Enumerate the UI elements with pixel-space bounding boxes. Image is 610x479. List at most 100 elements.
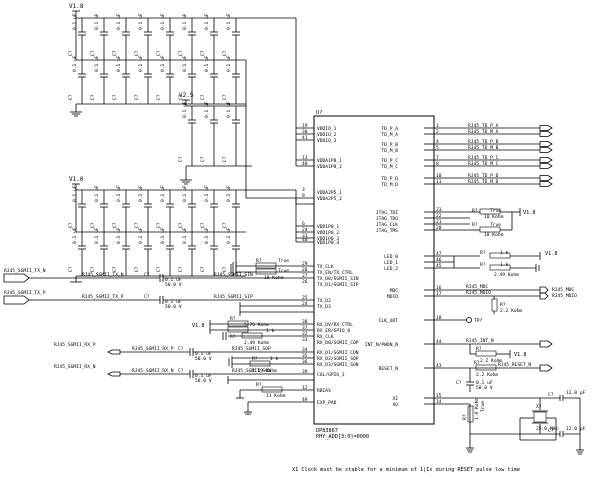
- left-pin-num: 9: [302, 193, 305, 199]
- left-pin-name: RX_D1/SGMII_CON: [317, 350, 359, 356]
- rx-col-ground: [227, 376, 314, 384]
- mdio-port: RJ45_MDIO: [552, 293, 577, 299]
- rx-p-port-label: RJ45_SGMII_RX_P: [54, 342, 96, 348]
- jtag-r2-tag: True: [490, 222, 501, 228]
- left-pin-name: RX_CLK: [317, 334, 334, 340]
- v10-label: V1.0: [69, 176, 84, 183]
- left-pin-num: 48: [302, 161, 308, 167]
- clkout-tp-label: TP?: [474, 318, 483, 324]
- xtal-rpd-ref: R?: [462, 414, 468, 420]
- mdio-r-ref: R?: [500, 302, 506, 308]
- bank10-bot-cap-val-0: 0.1 uF: [72, 227, 78, 244]
- left-pin-name: TX_D0/SGMII_SIN: [317, 276, 359, 282]
- left-pin-name: TX_CLK: [317, 264, 334, 270]
- left-pin-name: TX_D2: [317, 298, 331, 304]
- bank25-cap-1: 0.1 uFC?: [200, 101, 218, 166]
- bank18-bottom-caps: 0.1 uFC?0.1 uFC?0.1 uFC?0.1 uFC?0.1 uFC?…: [68, 55, 240, 104]
- intn-rail: V1.8: [514, 352, 527, 358]
- left-pin-name: VDDIO_2: [317, 132, 337, 138]
- rx-n-cap-ref: C?: [178, 368, 184, 374]
- bank10-bot-cap-6: 0.1 uFC?: [200, 227, 218, 276]
- bank18-bot-cap-ref-4: C?: [156, 94, 162, 100]
- right-pin-8: 8TD_M_C: [381, 161, 439, 170]
- bank10-bot-cap-1: 0.1 uFC?: [90, 227, 108, 276]
- left-pin-num: 31: [302, 233, 308, 239]
- right-pin-num: 22: [436, 213, 442, 219]
- right-pin-name: MDIO: [387, 294, 398, 300]
- bank10-bot-cap-ref-5: C?: [178, 266, 184, 272]
- chip-ref: U?: [316, 110, 322, 116]
- rx-n-cap-val: 0.1 uF: [195, 373, 212, 379]
- bank18-bot-cap-val-4: 0.1 uF: [160, 55, 166, 72]
- rx-port-n: RJ45_SGMII_RX_N: [54, 364, 121, 377]
- bank10-top-cap-2: 0.1 uFC?: [112, 185, 130, 232]
- bank18-bot-cap-val-1: 0.1 uF: [94, 55, 100, 72]
- tx-n-port-label: RJ45_SGMII_TX_N: [4, 268, 46, 274]
- right-pin-name: TD_P_B: [381, 142, 398, 148]
- xtal-c1-val: 12.0 pF: [566, 390, 586, 396]
- tx-r-a-tag: True: [278, 258, 289, 264]
- jtag-rail: V1.8: [523, 210, 536, 216]
- bank18-top-cap-ref-3: C?: [134, 50, 140, 56]
- td-net-0: RJ45_TD_P_A: [434, 123, 553, 131]
- bank10-bot-cap-val-7: 0.1 uF: [226, 227, 232, 244]
- bank10-bot-cap-ref-3: C?: [134, 266, 140, 272]
- chip-part: DP83867: [316, 428, 338, 434]
- right-pin-name: TD_M_C: [381, 164, 398, 170]
- left-pin-name: TX_EN/TX_CTRL: [317, 270, 353, 276]
- tx-r-a-ref: R?: [256, 258, 262, 264]
- mdio-net: RJ45_MDIO: [466, 290, 491, 296]
- bank10-top-cap-ref-1: C?: [90, 222, 96, 228]
- left-pin-name: VDD1P0_2: [317, 230, 339, 236]
- right-pin-name: JTAG_TMS: [376, 228, 398, 234]
- right-pin-num: 46: [436, 257, 442, 263]
- bank18-top-cap-ref-1: C?: [90, 50, 96, 56]
- reset-clock-note: X1 Clock must be stable for a minimum of…: [292, 467, 520, 473]
- bank10-top-cap-val-5: 0.1 uF: [182, 185, 188, 202]
- bank10-top-cap-6: 0.1 uFC?: [200, 185, 218, 232]
- left-pin-num: 38: [302, 319, 308, 325]
- bank18-top-cap-ref-4: C?: [156, 50, 162, 56]
- left-pin-num: 29: [302, 261, 308, 267]
- bank18-top-cap-ref-6: C?: [200, 50, 206, 56]
- td-net-label: RJ45_TD_P_B: [468, 139, 499, 145]
- right-pin-name: JTAG_CLK: [376, 222, 398, 228]
- td-net-3: RJ45_TD_M_B: [434, 145, 553, 153]
- rx-r-b-ref: R?: [230, 334, 236, 340]
- bank18-top-cap-val-6: 0.1 uF: [204, 13, 210, 30]
- left-pin-name: VDD1P0_3: [317, 236, 339, 242]
- left-pin-num: 3: [302, 187, 305, 193]
- right-pin-num: 16: [436, 285, 442, 291]
- left-pin-name: EXP_PAD: [317, 400, 337, 406]
- td-net-2: RJ45_TD_P_B: [434, 139, 553, 147]
- bank10-bot-cap-val-6: 0.1 uF: [204, 227, 210, 244]
- bank10-bot-cap-5: 0.1 uFC?: [178, 227, 196, 276]
- td-net-5: RJ45_TD_M_C: [434, 161, 553, 169]
- bank18-bot-cap-val-6: 0.1 uF: [204, 55, 210, 72]
- right-pin-4: 4TD_P_B: [381, 139, 439, 148]
- left-pin-name: TX_D1/SGMII_SIP: [317, 282, 359, 288]
- right-pin-num: 44: [436, 339, 442, 345]
- bank10-top-cap-ref-5: C?: [178, 222, 184, 228]
- bank10-bot-cap-ref-2: C?: [112, 266, 118, 272]
- led-r2-tag: 1 k: [500, 262, 509, 268]
- xtal-c2-ref: C?: [548, 428, 554, 434]
- bank25-cap-ref-1: C?: [200, 156, 206, 162]
- right-pin-name: LED_1: [384, 260, 398, 266]
- dp83867-body: [313, 115, 435, 425]
- led-r1-ref: R?: [480, 250, 486, 256]
- bank10-top-cap-val-3: 0.1 uF: [138, 185, 144, 202]
- bank18-top-cap-6: 0.1 uF C?: [200, 13, 218, 60]
- left-pin-name: VDDIO_3: [317, 138, 337, 144]
- td-net-label: RJ45_TD_P_A: [468, 123, 499, 129]
